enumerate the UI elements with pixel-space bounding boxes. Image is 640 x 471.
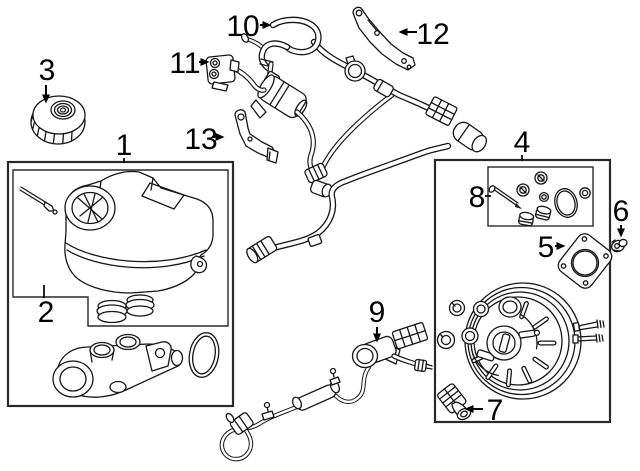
callout-4[interactable]: 4 (514, 126, 531, 161)
reservoir-cap (30, 95, 86, 145)
lower-quick-connect (246, 235, 278, 264)
brake-fluid-reservoir (64, 170, 214, 294)
hose-fitting (373, 78, 394, 98)
callout-13-label: 13 (184, 123, 217, 156)
callout-4-label: 4 (514, 126, 531, 159)
callout-2[interactable]: 2 (38, 285, 55, 329)
seal-kit (488, 171, 591, 227)
harness-clip-mid (261, 401, 275, 421)
hose-clamp-ring (344, 55, 366, 82)
callout-13[interactable]: 13 (184, 123, 225, 156)
harness-end-connector (225, 412, 254, 435)
kit-box-2 (12, 169, 229, 327)
master-cylinder (52, 333, 184, 398)
callout-12-label: 12 (416, 18, 449, 51)
vacuum-hose-assembly (240, 20, 488, 264)
booster-studs (572, 319, 605, 344)
vacuum-connector (437, 383, 472, 421)
vacuum-pump (351, 322, 433, 373)
harness-connector-block (425, 96, 488, 153)
callout-3[interactable]: 3 (39, 54, 56, 104)
hose-clip (307, 234, 323, 248)
callout-6[interactable]: 6 (613, 195, 630, 238)
callout-8[interactable]: 8 (469, 181, 491, 214)
callout-1[interactable]: 1 (116, 129, 133, 163)
callout-7[interactable]: 7 (464, 394, 504, 427)
reservoir-grommets (96, 294, 155, 324)
reservoir-pin (19, 186, 58, 215)
callout-12[interactable]: 12 (398, 18, 450, 51)
solenoid-valve (205, 54, 264, 91)
kit-box-1 (6, 160, 235, 408)
brake-booster (461, 282, 605, 400)
callout-1-label: 1 (116, 129, 133, 162)
callout-11[interactable]: 11 (169, 47, 210, 80)
callout-8-label: 8 (469, 181, 486, 214)
upper-bracket (352, 6, 416, 71)
vacuum-pump-and-harness (222, 322, 433, 459)
mounting-nut (610, 238, 628, 253)
harness-clip-right (329, 367, 341, 386)
callout-3-label: 3 (39, 54, 56, 87)
check-valve (250, 70, 308, 119)
elbow-quick-connect (304, 162, 333, 198)
callout-9-label: 9 (369, 296, 386, 329)
callout-7-label: 7 (487, 394, 504, 427)
callout-6-label: 6 (613, 195, 630, 228)
booster-gasket (557, 233, 613, 289)
callout-5[interactable]: 5 (538, 231, 566, 264)
callout-9[interactable]: 9 (369, 296, 386, 343)
callout-10-label: 10 (226, 10, 259, 43)
callout-11-label: 11 (169, 47, 200, 80)
booster-grommets (436, 299, 466, 350)
lower-bracket (234, 109, 279, 164)
master-cylinder-o-ring (188, 332, 220, 378)
callout-5-label: 5 (538, 231, 555, 264)
callout-10[interactable]: 10 (226, 10, 272, 43)
callout-2-label: 2 (38, 296, 55, 329)
